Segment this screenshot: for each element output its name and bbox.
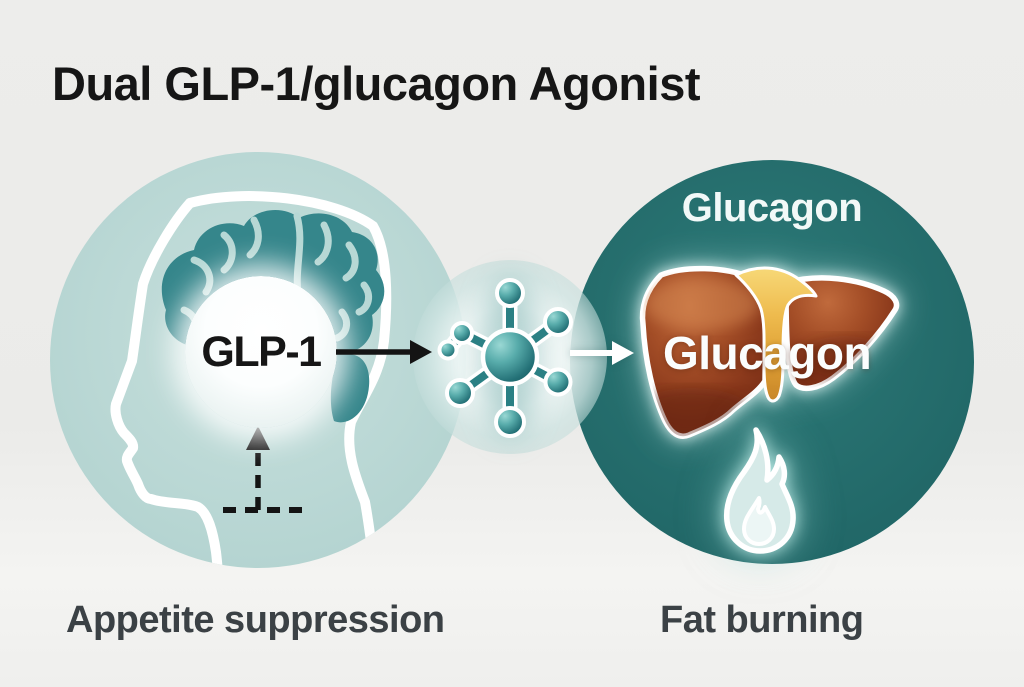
- gallbladder-icon: [734, 266, 818, 403]
- white-right-arrow-icon: [570, 341, 634, 365]
- glp1-label: GLP-1: [201, 327, 322, 376]
- flame-icon: [723, 427, 796, 554]
- liver-organ-label: Glucagon: [662, 327, 872, 379]
- caption-fat-burning: Fat burning: [660, 599, 864, 641]
- glucagon-heading: Glucagon: [681, 186, 863, 230]
- molecule-icon: [437, 278, 573, 438]
- liver-icon: [639, 265, 900, 439]
- black-right-arrow-icon: [336, 340, 432, 364]
- glp1-badge: GLP-1: [185, 276, 337, 428]
- dashed-up-arrow-icon: [223, 426, 303, 513]
- page-title: Dual GLP-1/glucagon Agonist: [52, 57, 701, 110]
- caption-appetite-suppression: Appetite suppression: [66, 599, 445, 641]
